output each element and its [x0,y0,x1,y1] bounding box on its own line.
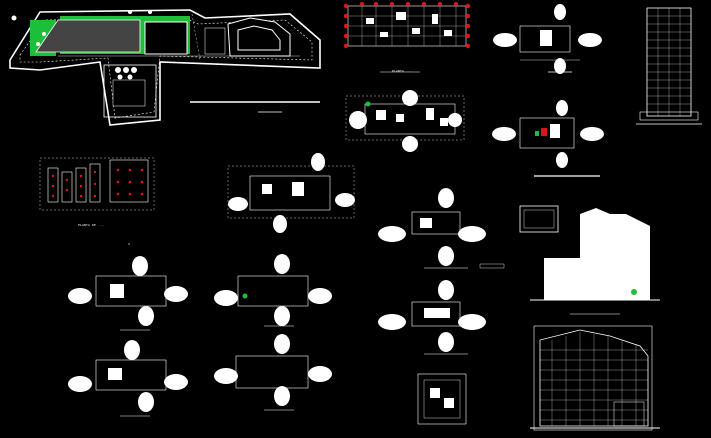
plan-left-b [214,254,332,327]
site-boundary [9,9,321,126]
grid-floor-plan [343,2,471,73]
plan-top-right-1 [493,4,602,74]
plan-left-c [68,340,188,417]
plan-left-d [214,334,332,411]
tower-mass [580,208,650,300]
elevations-strip [39,157,155,211]
ornamental-plan [345,90,465,152]
elevations-strip-title: PLANTA DE ... [78,223,105,227]
massing-elevation [519,205,660,315]
grid-plan-title: PLANTA ... [392,69,413,73]
annex-plaza [112,79,146,107]
trees [11,10,152,80]
cross-plan-upper [378,188,505,269]
site-plan [9,9,321,126]
tower-elevation [636,7,702,125]
building-footprint-block [144,21,188,55]
small-detail-plan [417,373,467,425]
cross-plan-lower [378,280,486,355]
grid-column-markers [343,2,471,49]
misc-title-bars [128,175,600,245]
plan-left-a [68,256,188,331]
annex-footprint [103,64,157,118]
detailed-facade [530,325,660,431]
building-footprint-main [35,19,141,53]
plan-top-right-2 [492,100,604,177]
building-footprint-east-inner [237,25,281,51]
courtyard-box [204,27,226,55]
center-framed-plan [227,153,355,233]
